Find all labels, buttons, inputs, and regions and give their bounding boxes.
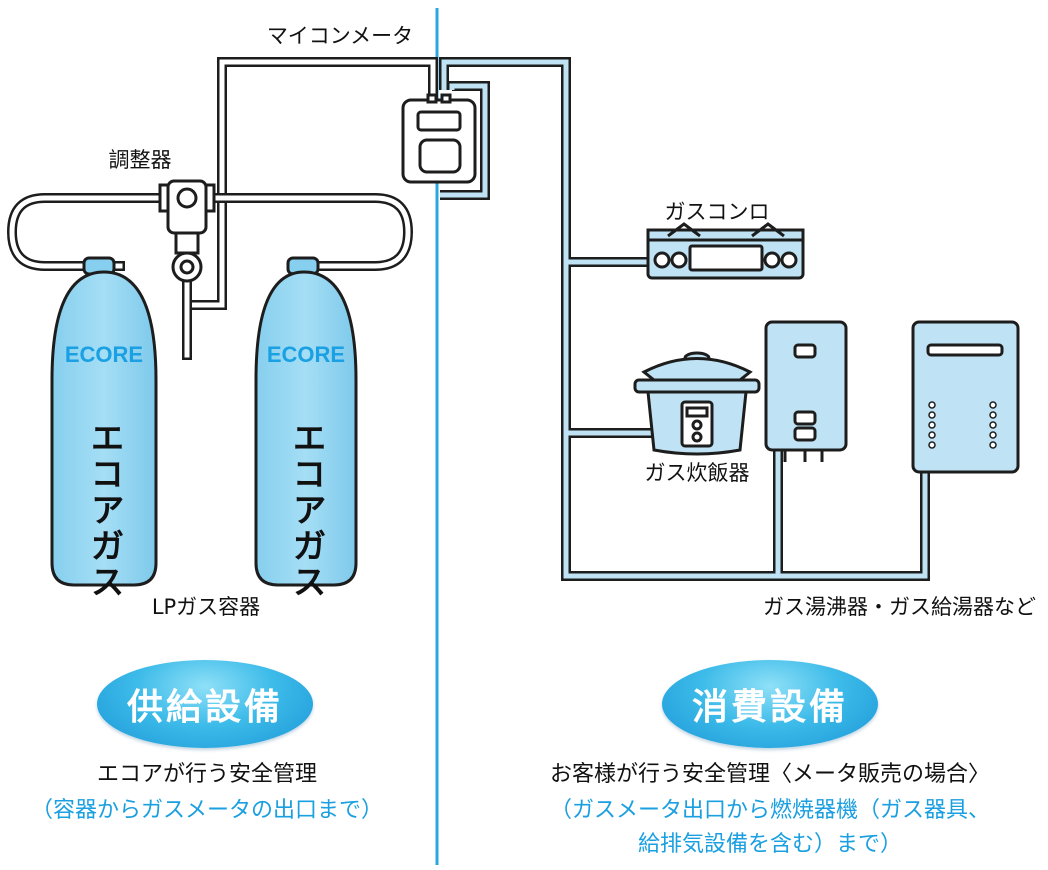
consumption-badge: 消費設備	[662, 660, 878, 748]
supply-scope: （容器からガスメータの出口まで）	[30, 798, 384, 823]
cylinder-brand-right: ECORE	[267, 342, 345, 367]
label-cylinder-group: LPガス容器	[151, 595, 261, 619]
micom-meter	[401, 93, 477, 184]
gas-water-heater	[764, 320, 848, 462]
supply-caption: エコアが行う安全管理	[96, 762, 318, 787]
consumption-caption: お客様が行う安全管理〈メータ販売の場合〉	[549, 762, 991, 787]
consumption-piping	[439, 57, 930, 581]
cylinder-product-left: エコアガス	[84, 420, 124, 600]
consumption-badge-text: 消費設備	[691, 687, 848, 728]
gas-stove	[646, 222, 805, 280]
consumption-scope-line2: 給排気設備を含む）まで）	[637, 832, 903, 857]
gas-cylinder-right	[254, 256, 358, 587]
gas-cylinder-left	[50, 256, 158, 587]
label-regulator: 調整器	[108, 148, 172, 172]
supply-badge: 供給設備	[97, 660, 313, 748]
supply-badge-text: 供給設備	[126, 687, 283, 728]
label-meter: マイコンメータ	[266, 24, 414, 48]
cylinder-product-right: エコアガス	[286, 420, 326, 600]
cylinder-brand-left: ECORE	[65, 342, 143, 367]
label-stove: ガスコンロ	[664, 200, 770, 224]
gas-boiler	[911, 320, 1020, 474]
regulator	[158, 179, 216, 283]
label-water-heaters: ガス湯沸器・ガス給湯器など	[763, 595, 1036, 619]
label-rice-cooker: ガス炊飯器	[644, 461, 750, 485]
consumption-scope-line1: （ガスメータ出口から燃焼器機（ガス器具、	[549, 798, 991, 823]
rice-cooker	[633, 351, 761, 456]
